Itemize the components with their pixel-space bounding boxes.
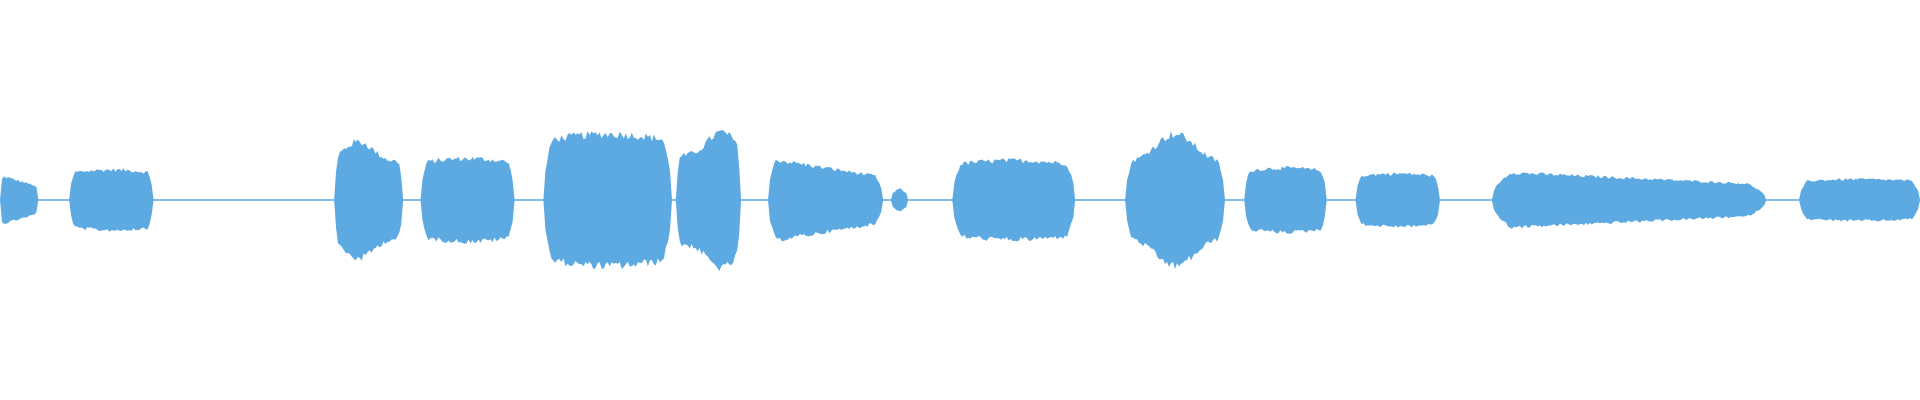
waveform-segment-14 — [1799, 178, 1920, 222]
waveform-segment-1 — [0, 176, 39, 224]
waveform-segment-8 — [890, 188, 909, 212]
waveform-segment-6 — [675, 130, 742, 272]
waveform-segment-12 — [1355, 172, 1440, 228]
waveform-segment-10 — [1125, 131, 1225, 270]
waveform-segment-7 — [768, 159, 884, 242]
waveform-segment-4 — [420, 156, 515, 244]
waveform-segment-13 — [1491, 172, 1767, 229]
waveform-segment-2 — [69, 168, 154, 232]
waveform-segment-5 — [543, 130, 672, 270]
waveform-segments — [0, 130, 1920, 272]
waveform-segment-11 — [1244, 166, 1327, 234]
waveform-segment-9 — [952, 158, 1076, 242]
waveform-segment-3 — [334, 139, 404, 261]
